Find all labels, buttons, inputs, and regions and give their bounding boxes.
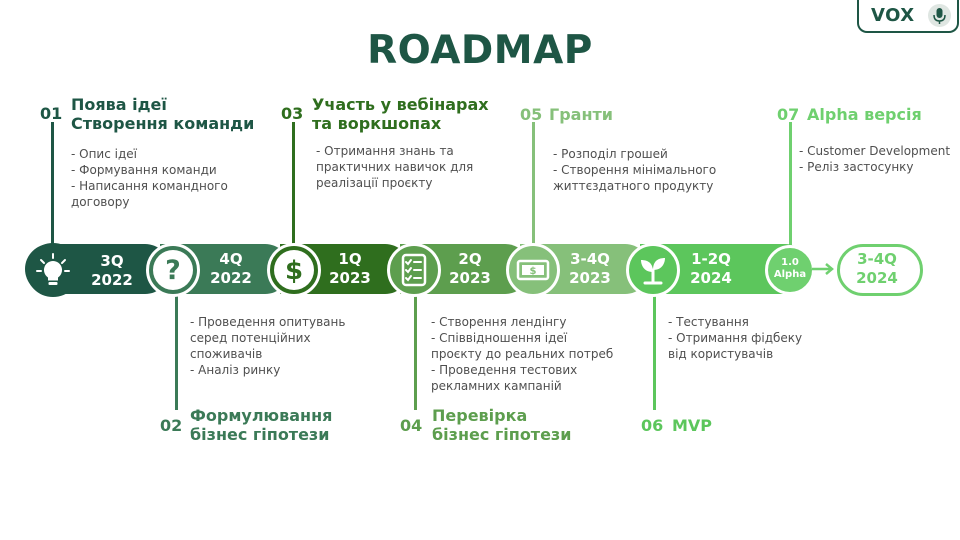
arrow-icon	[812, 263, 834, 275]
detail-item: - Customer Development	[799, 144, 951, 158]
connector-line-06	[653, 290, 656, 410]
milestone-number-07: 07	[777, 105, 800, 124]
quarter-label-4: 2Q 2023	[440, 250, 500, 288]
milestone-number-01: 01	[40, 104, 63, 123]
detail-item: - Проведення тестових	[431, 363, 578, 377]
microphone-icon	[928, 4, 951, 27]
detail-item: практичних навичок для	[316, 160, 474, 174]
vox-logo: VOX	[857, 0, 959, 33]
detail-item: - Створення мінімального	[553, 163, 717, 177]
quarter-text: 4Q	[219, 250, 243, 268]
detail-item: - Реліз застосунку	[799, 160, 914, 174]
svg-text:$: $	[530, 266, 537, 277]
dollar-icon: $	[267, 243, 321, 297]
quarter-label-2: 4Q 2022	[201, 250, 261, 288]
detail-item: - Створення лендінгу	[431, 315, 567, 329]
connector-line-05	[532, 122, 535, 246]
heading-line: Формулювання	[190, 406, 333, 425]
quarter-text: 2Q	[458, 250, 482, 268]
heading-line: Поява ідеї	[71, 95, 167, 114]
milestone-number-03: 03	[281, 104, 304, 123]
detail-item: - Отримання знань та	[316, 144, 454, 158]
connector-line-04	[414, 290, 417, 410]
milestone-number-06: 06	[641, 416, 664, 435]
connector-line-02	[175, 290, 178, 410]
quarter-label-3: 1Q 2023	[320, 250, 380, 288]
milestone-details-07: - Customer Development - Реліз застосунк…	[799, 143, 950, 175]
detail-item: - Тестування	[668, 315, 749, 329]
milestone-details-06: - Тестування - Отримання фідбеку від кор…	[668, 314, 802, 362]
quarter-label-1: 3Q 2022	[82, 252, 142, 290]
logo-text: VOX	[871, 5, 915, 26]
connector-line-03	[292, 122, 295, 246]
milestone-details-03: - Отримання знань та практичних навичок …	[316, 143, 473, 191]
quarter-text: 3Q	[100, 252, 124, 270]
milestone-details-01: - Опис ідеї - Формування команди - Напис…	[71, 146, 228, 210]
milestone-heading-03: Участь у вебінарах та воркшопах	[312, 95, 489, 133]
alpha-badge: 1.0 Alpha	[765, 245, 815, 295]
detail-item: - Проведення опитувань	[190, 315, 346, 329]
question-mark-icon: ?	[146, 243, 200, 297]
detail-item: - Співвідношення ідеї	[431, 331, 568, 345]
milestone-heading-06: MVP	[672, 416, 713, 435]
heading-line: Участь у вебінарах	[312, 95, 489, 114]
quarter-text: 1Q	[338, 250, 362, 268]
connector-line-01	[51, 122, 54, 246]
detail-item: договору	[71, 195, 130, 209]
year-text: 2024	[690, 269, 732, 287]
quarter-text: 1-2Q	[691, 250, 731, 268]
milestone-heading-01: Поява ідеї Створення команди	[71, 95, 254, 133]
year-text: 2023	[569, 269, 611, 287]
alpha-badge-version: 1.0	[781, 257, 799, 268]
quarter-text: 3-4Q	[570, 250, 610, 268]
year-text: 2024	[856, 269, 898, 287]
checklist-icon	[387, 243, 441, 297]
detail-item: - Отримання фідбеку	[668, 331, 803, 345]
heading-line: бізнес гіпотези	[432, 425, 572, 444]
quarter-label-5: 3-4Q 2023	[560, 250, 620, 288]
heading-line: Створення команди	[71, 114, 255, 133]
detail-item: життєздатного продукту	[553, 179, 714, 193]
milestone-details-02: - Проведення опитувань серед потенційних…	[190, 314, 345, 378]
milestone-heading-04: Перевірка бізнес гіпотези	[432, 406, 571, 444]
quarter-label-7: 3-4Q 2024	[847, 250, 907, 288]
detail-item: - Написання командного	[71, 179, 228, 193]
connector-line-07	[789, 122, 792, 246]
page-title: ROADMAP	[367, 28, 593, 73]
year-text: 2022	[210, 269, 252, 287]
detail-item: рекламних кампаній	[431, 379, 562, 393]
heading-line: бізнес гіпотези	[190, 425, 330, 444]
lightbulb-icon	[26, 243, 80, 297]
milestone-heading-07: Alpha версія	[807, 105, 922, 124]
detail-item: - Формування команди	[71, 163, 217, 177]
quarter-label-6: 1-2Q 2024	[681, 250, 741, 288]
quarter-text: 3-4Q	[857, 250, 897, 268]
detail-item: серед потенційних	[190, 331, 311, 345]
year-text: 2023	[449, 269, 491, 287]
milestone-heading-02: Формулювання бізнес гіпотези	[190, 406, 332, 444]
heading-line: Перевірка	[432, 406, 528, 425]
milestone-number-02: 02	[160, 416, 183, 435]
final-quarter-pill	[837, 244, 923, 296]
banknote-icon: $	[506, 243, 560, 297]
milestone-number-05: 05	[520, 105, 543, 124]
sprout-icon	[626, 243, 680, 297]
detail-item: проєкту до реальних потреб	[431, 347, 614, 361]
svg-text:?: ?	[165, 255, 181, 286]
detail-item: від користувачів	[668, 347, 774, 361]
milestone-heading-05: Гранти	[549, 105, 613, 124]
heading-line: та воркшопах	[312, 114, 442, 133]
svg-text:$: $	[285, 256, 303, 286]
detail-item: споживачів	[190, 347, 263, 361]
milestone-number-04: 04	[400, 416, 423, 435]
detail-item: - Розподіл грошей	[553, 147, 668, 161]
detail-item: - Аналіз ринку	[190, 363, 281, 377]
milestone-details-05: - Розподіл грошей - Створення мінімально…	[553, 146, 716, 194]
detail-item: реалізації проєкту	[316, 176, 433, 190]
detail-item: - Опис ідеї	[71, 147, 137, 161]
milestone-details-04: - Створення лендінгу - Співвідношення ід…	[431, 314, 613, 394]
year-text: 2022	[91, 271, 133, 289]
alpha-badge-label: Alpha	[773, 269, 807, 280]
year-text: 2023	[329, 269, 371, 287]
